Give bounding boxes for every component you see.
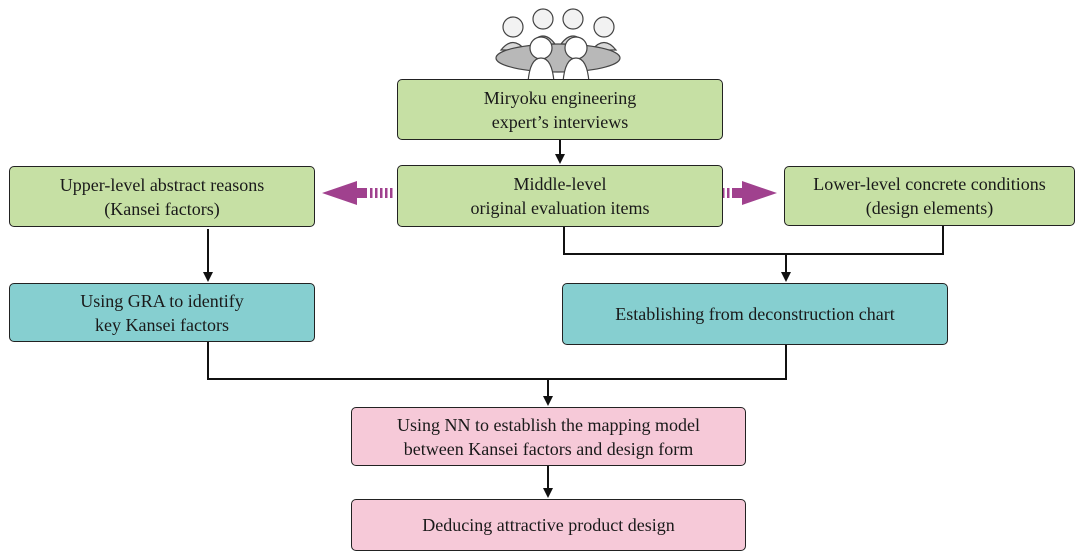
node-label: (design elements) <box>865 198 994 218</box>
line-middle-lower-merge <box>563 226 944 255</box>
node-label: original evaluation items <box>470 198 650 218</box>
purple-arrow-left <box>322 181 393 205</box>
node-label: between Kansei factors and design form <box>403 438 694 459</box>
node-label: Middle-level <box>513 174 607 194</box>
node-label: expert’s interviews <box>491 111 629 132</box>
node-deconstruction-chart: Establishing from deconstruction chart <box>562 283 948 345</box>
node-expert-interviews: Miryoku engineering expert’s interviews <box>397 79 723 140</box>
node-label: (Kansei factors) <box>104 198 220 219</box>
node-deduce-product-design: Deducing attractive product design <box>351 499 746 551</box>
node-label: Establishing from deconstruction chart <box>615 304 895 324</box>
node-gra-key-factors: Using GRA to identify key Kansei factors <box>9 283 315 342</box>
node-upper-level-reasons: Upper-level abstract reasons (Kansei fac… <box>9 166 315 227</box>
node-label: Lower-level concrete conditions <box>813 174 1046 194</box>
node-label: Using NN to establish the mapping model <box>397 414 700 435</box>
node-lower-level-conditions: Lower-level concrete conditions (design … <box>784 166 1075 226</box>
node-label: Miryoku engineering <box>483 87 637 108</box>
node-label: Upper-level abstract reasons <box>59 174 265 195</box>
node-middle-level-items: Middle-level original evaluation items <box>397 165 723 227</box>
node-label: Using GRA to identify <box>80 290 244 311</box>
people-meeting-icon <box>495 8 621 83</box>
node-nn-mapping-model: Using NN to establish the mapping model … <box>351 407 746 466</box>
node-label: key Kansei factors <box>95 314 229 335</box>
node-label: Deducing attractive product design <box>422 515 675 535</box>
line-gra-deconstruction-merge <box>207 342 787 380</box>
